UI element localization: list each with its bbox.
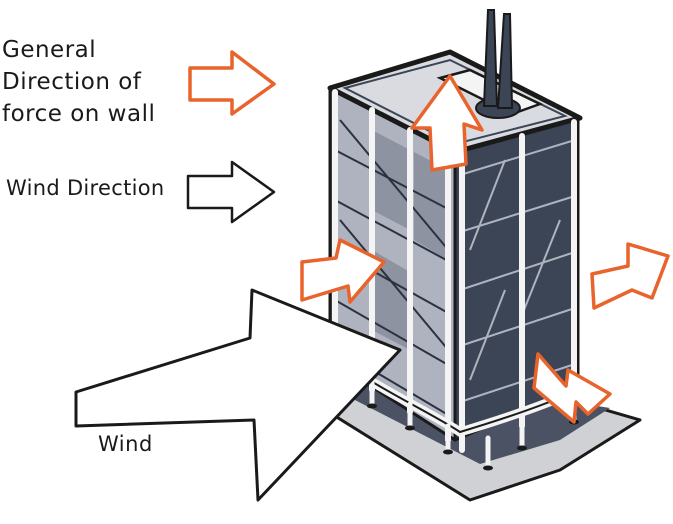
wind-arrow-icon xyxy=(74,288,402,502)
force-arrow-leeward-icon xyxy=(590,242,670,310)
force-direction-label-line-3: force on wall xyxy=(2,101,156,127)
force-direction-label-line-1: General xyxy=(2,37,97,63)
force-direction-label-line-2: Direction of xyxy=(2,69,142,95)
force-arrow-base-icon xyxy=(532,352,612,424)
legend-force-arrow-icon xyxy=(188,50,276,116)
building xyxy=(325,9,583,471)
wind-arrow-label: Wind xyxy=(98,432,153,456)
force-arrow-roof-icon xyxy=(410,74,484,172)
force-direction-label: General Direction of force on wall xyxy=(2,34,155,130)
force-arrow-windward-icon xyxy=(300,238,386,304)
legend-wind-direction-arrow-icon xyxy=(186,160,276,224)
wind-direction-label: Wind Direction xyxy=(6,176,165,200)
